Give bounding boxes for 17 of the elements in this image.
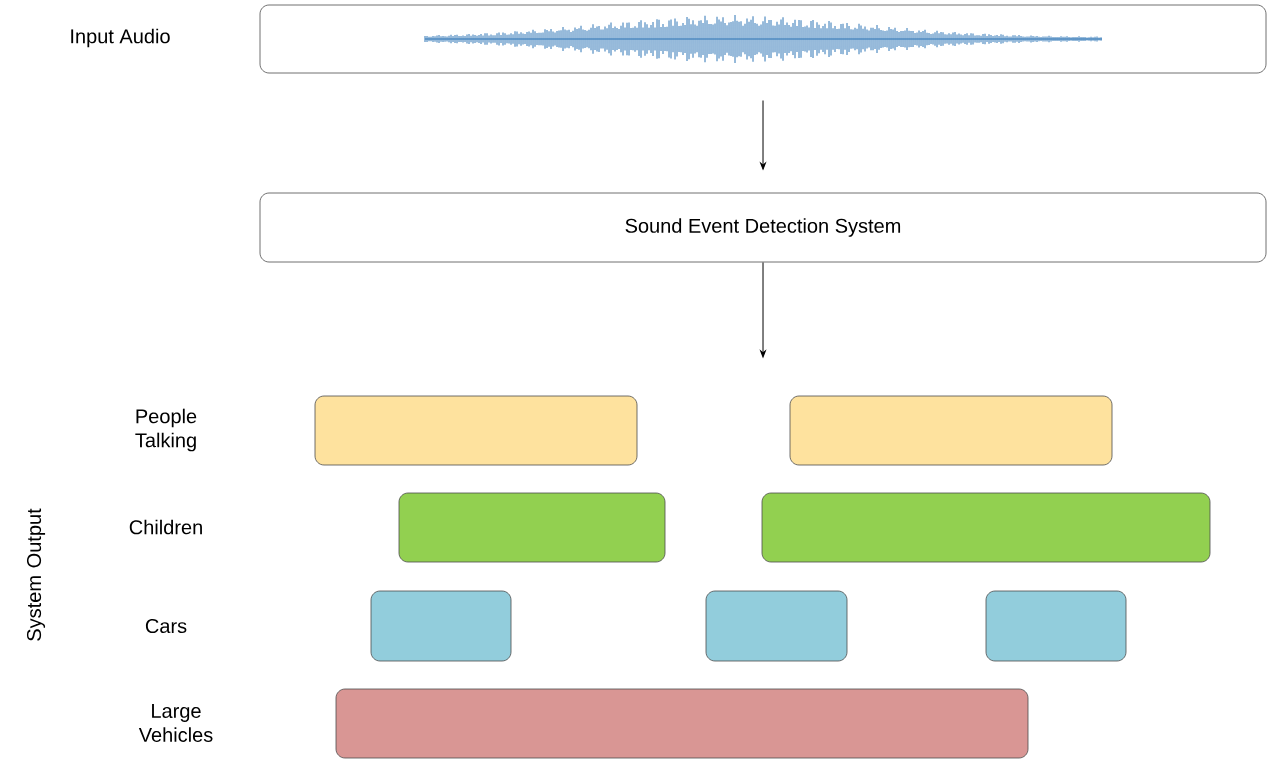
event-bar <box>985 590 1127 662</box>
row-label: Large Vehicles <box>138 704 213 742</box>
event-bar <box>761 492 1211 563</box>
arrow <box>760 261 766 358</box>
event-bar <box>705 590 848 662</box>
process-box: Sound Event Detection System <box>259 192 1267 263</box>
event-bar <box>398 492 666 563</box>
arrow <box>760 99 766 170</box>
event-bar <box>314 395 638 466</box>
event-bar <box>789 395 1113 466</box>
event-bar <box>370 590 512 662</box>
box-heading: Input Audio <box>71 28 170 48</box>
row-label: People Talking <box>135 408 197 452</box>
axis-label: System Output <box>26 508 46 641</box>
row-label: Children <box>129 519 202 535</box>
row-label: Cars <box>145 618 187 634</box>
event-bar <box>335 688 1029 759</box>
